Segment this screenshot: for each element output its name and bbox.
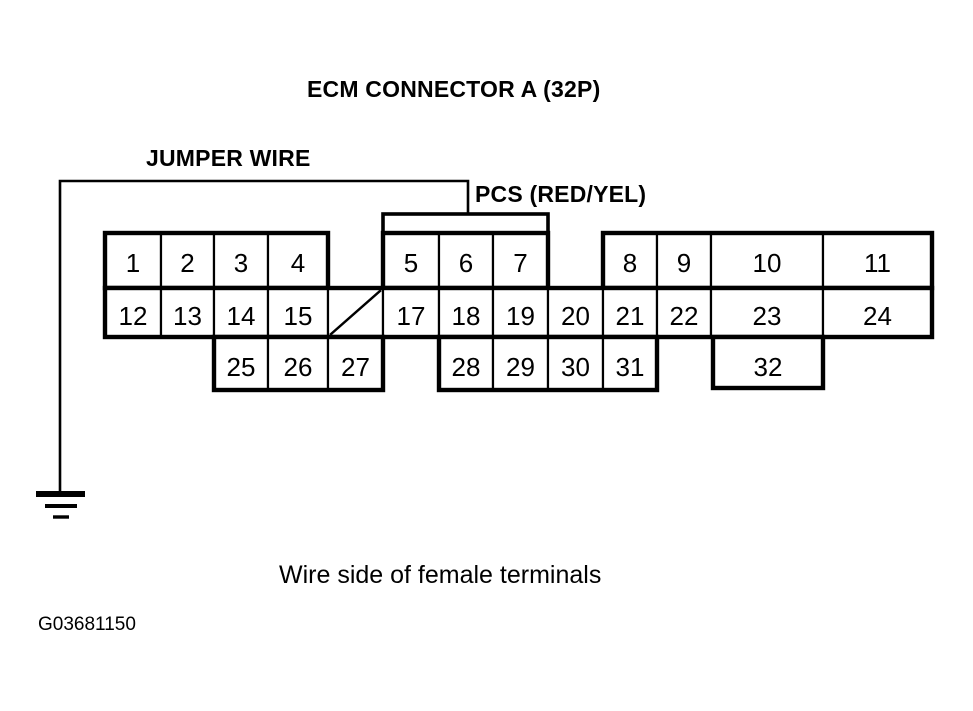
pin-group-outline-row3-right: [710, 334, 826, 391]
figure-code: G03681150: [38, 614, 136, 635]
pin-label-25: 25: [227, 352, 256, 382]
pin-label-31: 31: [616, 352, 645, 382]
blank-cavity-slash-icon: [329, 289, 382, 336]
pin-label-26: 26: [284, 352, 313, 382]
pin-label-3: 3: [234, 248, 248, 278]
pin-group-row3-right: 32: [710, 334, 826, 391]
view-caption: Wire side of female terminals: [279, 561, 601, 589]
pin-label-2: 2: [180, 248, 194, 278]
pin-group-row2: 12 13 14 15 17 18 19 20 21 22 23: [102, 285, 935, 340]
pin-label-9: 9: [677, 248, 691, 278]
pin-label-22: 22: [670, 301, 699, 331]
page-title: ECM CONNECTOR A (32P): [307, 76, 600, 102]
connector-lip-tab: [381, 212, 550, 235]
pin-label-15: 15: [284, 301, 313, 331]
pin-label-27: 27: [341, 352, 370, 382]
jumper-wire-line: [58, 179, 470, 496]
pin-label-30: 30: [561, 352, 590, 382]
jumper-wire-label: JUMPER WIRE: [146, 145, 311, 171]
pin-group-row1-left: 1 2 3 4: [102, 230, 331, 291]
pin-group-row1-middle: 5 6 7: [380, 230, 551, 291]
pin-cell-17[interactable]: [381, 286, 441, 339]
pin-group-outline-row3-middle: [436, 334, 660, 393]
pin-label-4: 4: [291, 248, 305, 278]
pin-cell-1[interactable]: [103, 231, 163, 290]
pin-group-row1-right: 8 9 10 11: [600, 230, 935, 291]
pin-label-8: 8: [623, 248, 637, 278]
pin-label-14: 14: [227, 301, 256, 331]
pin-label-7: 7: [513, 248, 527, 278]
pin-label-17: 17: [397, 301, 426, 331]
pin-label-13: 13: [173, 301, 202, 331]
pin-label-12: 12: [119, 301, 148, 331]
pin-label-23: 23: [753, 301, 782, 331]
ground-symbol: [36, 491, 85, 519]
pin-label-32: 32: [754, 352, 783, 382]
pin-label-29: 29: [506, 352, 535, 382]
pin-label-20: 20: [561, 301, 590, 331]
pin-label-6: 6: [459, 248, 473, 278]
pin-group-row3-left: 25 26 27: [211, 334, 386, 393]
pin-label-28: 28: [452, 352, 481, 382]
pin-label-24: 24: [863, 301, 892, 331]
pin-cell-18[interactable]: [437, 286, 495, 339]
pin-label-21: 21: [616, 301, 645, 331]
pin-label-1: 1: [126, 248, 140, 278]
pin-group-outline-row3-left: [211, 334, 386, 393]
pin-label-19: 19: [506, 301, 535, 331]
pin-group-row3-middle: 28 29 30 31: [436, 334, 660, 393]
pin-label-11: 11: [864, 248, 891, 278]
pin-label-10: 10: [753, 248, 782, 278]
pin-label-5: 5: [404, 248, 418, 278]
pcs-wire-label: PCS (RED/YEL): [475, 181, 646, 207]
pin-label-18: 18: [452, 301, 481, 331]
